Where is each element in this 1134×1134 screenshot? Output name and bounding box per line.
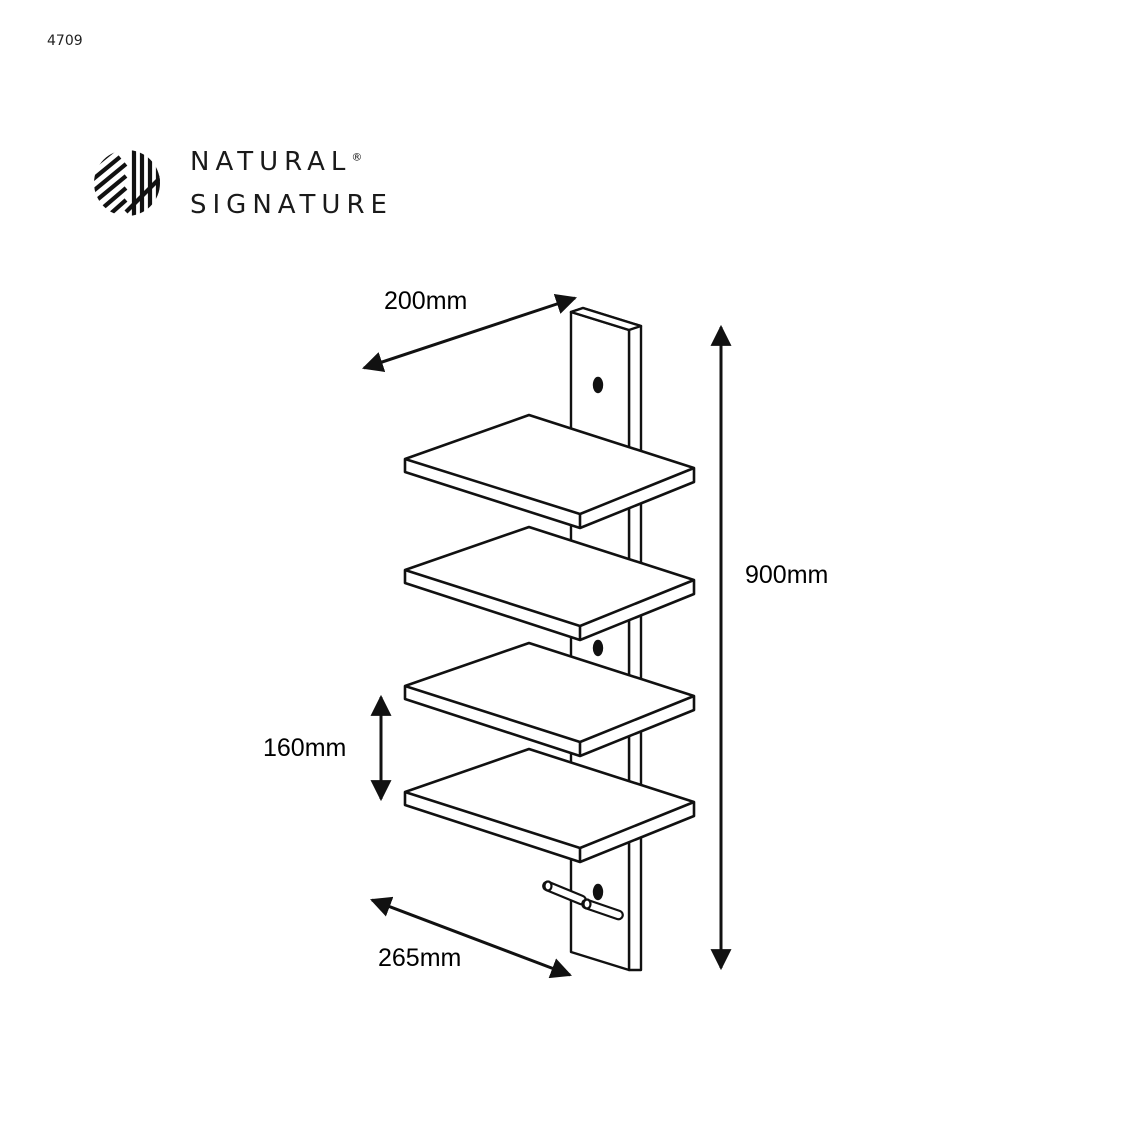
registered-mark: ® xyxy=(351,150,363,164)
depth-label: 200mm xyxy=(384,287,468,315)
product-code: 4709 xyxy=(47,33,83,49)
brand-name-line2: SIGNATURE xyxy=(190,190,393,220)
shelf-2 xyxy=(403,525,696,642)
brand-word-natural: NATURAL xyxy=(190,147,352,177)
depth-arrow-icon xyxy=(362,293,577,373)
brand-name-line1: NATURAL® xyxy=(190,147,362,177)
rail-screw-hole-middle xyxy=(592,639,604,657)
shelf-1 xyxy=(403,413,696,530)
natural-signature-logo-icon xyxy=(94,150,160,216)
width-arrow-icon xyxy=(370,896,572,979)
rail-screw-hole-top xyxy=(592,376,604,394)
height-label: 900mm xyxy=(745,561,829,589)
spacing-label: 160mm xyxy=(263,734,347,762)
shelf-4 xyxy=(403,747,696,864)
rail-screw-hole-bottom xyxy=(592,883,604,901)
support-pegs xyxy=(542,880,624,921)
shelf-3 xyxy=(403,641,696,758)
width-label: 265mm xyxy=(378,944,462,972)
